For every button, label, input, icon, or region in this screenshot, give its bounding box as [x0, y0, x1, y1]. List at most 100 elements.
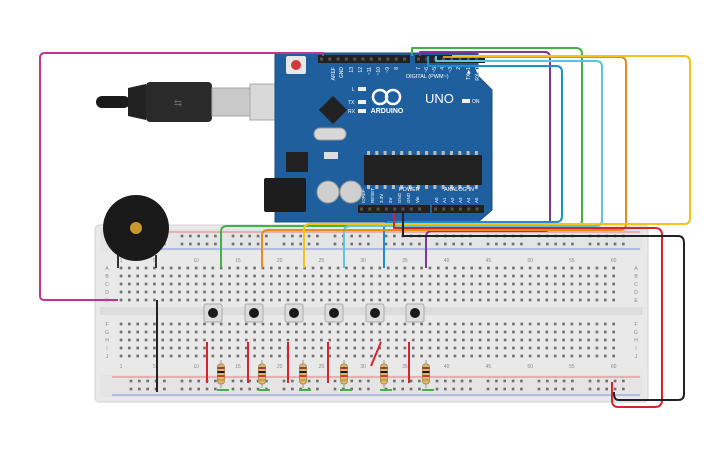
rail-hole: [520, 387, 523, 391]
breadboard-hole: [144, 346, 148, 350]
breadboard-hole: [553, 266, 557, 270]
breadboard-hole: [253, 298, 256, 302]
push-button[interactable]: [244, 303, 264, 323]
header-pin: [450, 207, 454, 211]
breadboard-hole: [353, 282, 357, 286]
resistor-band: [217, 371, 225, 373]
header-pin: [328, 57, 332, 61]
breadboard-hole: [487, 282, 490, 286]
breadboard-hole: [403, 346, 407, 350]
push-button[interactable]: [405, 303, 425, 323]
rail-hole: [231, 234, 235, 238]
breadboard-hole: [236, 274, 240, 278]
breadboard-hole: [553, 330, 557, 334]
chip-pin: [425, 185, 429, 189]
breadboard-hole: [361, 290, 365, 294]
push-button-cap[interactable]: [249, 308, 259, 318]
push-button[interactable]: [324, 303, 344, 323]
breadboard-hole: [528, 298, 532, 302]
push-button[interactable]: [284, 303, 304, 323]
push-button-cap[interactable]: [329, 308, 339, 318]
breadboard-hole: [403, 282, 407, 286]
breadboard-hole: [261, 354, 265, 358]
column-number-top: 45: [486, 258, 492, 264]
breadboard-hole: [203, 330, 206, 334]
rail-hole: [409, 387, 413, 391]
breadboard-hole: [336, 290, 340, 294]
header-pin: [409, 207, 413, 211]
breadboard-hole: [186, 274, 190, 278]
breadboard-hole: [144, 354, 148, 358]
capacitor: [339, 180, 363, 204]
breadboard-hole: [169, 346, 173, 350]
breadboard-hole: [186, 298, 190, 302]
pin-label-a4: A4: [466, 197, 471, 203]
breadboard-hole: [453, 298, 457, 302]
breadboard-hole: [211, 338, 215, 342]
row-letter-right: G: [634, 330, 638, 336]
breadboard-hole: [512, 274, 515, 278]
breadboard-hole: [211, 290, 215, 294]
resistor-band: [258, 371, 266, 373]
breadboard-hole: [528, 266, 532, 270]
reset-button-cap[interactable]: [291, 60, 301, 70]
push-button-cap[interactable]: [289, 308, 299, 318]
column-number-bottom: 60: [611, 364, 617, 370]
breadboard-hole: [153, 274, 156, 278]
breadboard-hole: [570, 290, 574, 294]
breadboard-hole: [520, 290, 524, 294]
breadboard-hole: [578, 322, 582, 326]
breadboard-hole: [295, 274, 298, 278]
rail-hole: [511, 387, 515, 391]
rail-hole: [511, 242, 515, 246]
breadboard-hole: [153, 266, 156, 270]
push-button-cap[interactable]: [370, 308, 380, 318]
breadboard-hole: [320, 346, 323, 350]
breadboard-hole: [512, 290, 515, 294]
breadboard-hole: [462, 338, 465, 342]
breadboard-hole: [562, 290, 565, 294]
breadboard-hole: [303, 290, 306, 294]
breadboard-hole: [128, 322, 131, 326]
push-button-cap[interactable]: [410, 308, 420, 318]
breadboard-hole: [345, 290, 348, 294]
breadboard-hole: [445, 330, 448, 334]
breadboard-hole: [528, 322, 532, 326]
header-pin: [475, 207, 479, 211]
breadboard-hole: [161, 298, 165, 302]
breadboard-hole: [537, 290, 540, 294]
breadboard-hole: [353, 338, 357, 342]
breadboard-hole: [537, 298, 540, 302]
resistor: [217, 363, 225, 385]
breadboard-hole: [161, 354, 165, 358]
rail-hole: [554, 242, 557, 246]
breadboard-hole: [512, 338, 515, 342]
breadboard-hole: [604, 290, 607, 294]
column-number-top: 1: [120, 258, 123, 264]
breadboard-hole: [520, 298, 524, 302]
breadboard-hole: [495, 338, 499, 342]
push-button[interactable]: [365, 303, 385, 323]
usb-plug-metal: [211, 87, 251, 117]
wire-yellow: [303, 55, 691, 268]
breadboard-hole: [178, 290, 181, 294]
breadboard-hole: [578, 282, 582, 286]
chip-pin: [433, 151, 437, 155]
breadboard-hole: [353, 330, 357, 334]
resistor-band: [299, 371, 307, 373]
resistor-band: [299, 367, 307, 369]
breadboard-hole: [503, 346, 507, 350]
pin-label-5: ~5: [432, 67, 438, 73]
rail-hole: [562, 379, 566, 383]
breadboard-hole: [370, 338, 373, 342]
column-number-top: 20: [277, 258, 283, 264]
push-button[interactable]: [203, 303, 223, 323]
push-button-cap[interactable]: [208, 308, 218, 318]
resistor-band: [217, 379, 225, 381]
breadboard-hole: [370, 266, 373, 270]
breadboard-hole: [128, 346, 131, 350]
breadboard-hole: [503, 274, 507, 278]
breadboard-hole: [261, 330, 265, 334]
breadboard-hole: [211, 266, 215, 270]
rail-hole: [205, 242, 209, 246]
